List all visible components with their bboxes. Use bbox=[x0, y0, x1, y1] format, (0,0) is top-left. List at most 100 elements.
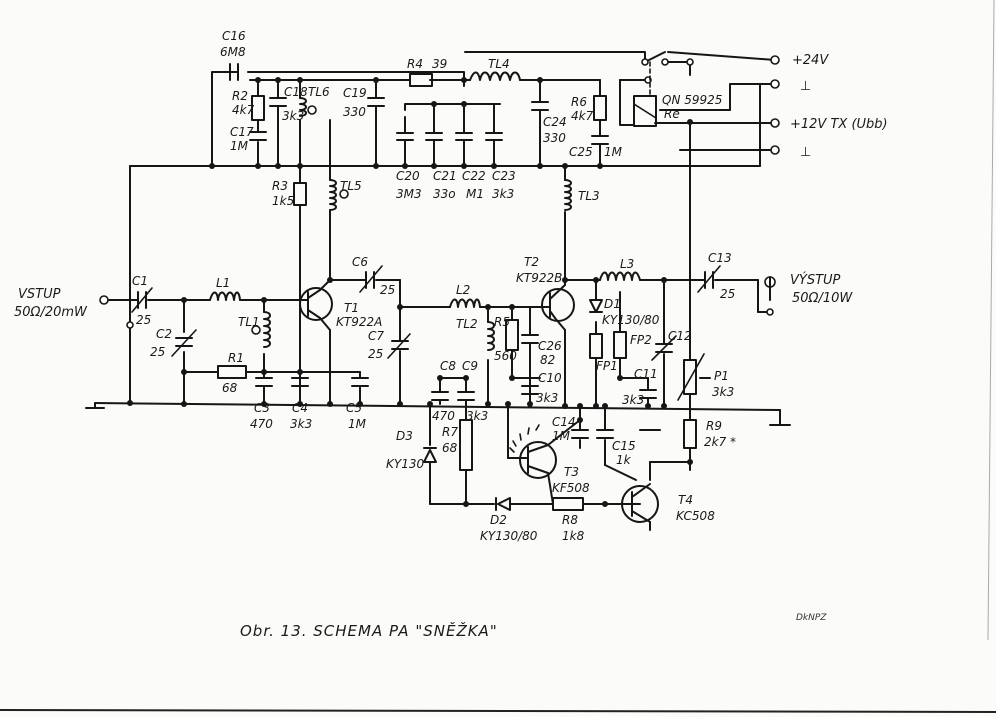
label-R2-value: 4k7 bbox=[232, 103, 255, 117]
capacitor-C25 bbox=[591, 135, 609, 145]
label-R9-value: 2k7 * bbox=[704, 435, 736, 449]
resistor-R9 bbox=[683, 419, 697, 449]
inductor-L2 bbox=[449, 298, 481, 308]
label-C8: C8 bbox=[440, 359, 456, 373]
label-C3-value: 470 bbox=[250, 417, 273, 431]
choke-TL6 bbox=[299, 97, 317, 117]
capacitors-C3-C5 bbox=[255, 377, 369, 387]
relay-coil bbox=[633, 95, 657, 127]
label-C7: C7 bbox=[368, 329, 384, 343]
label-C22: C22 bbox=[462, 169, 486, 183]
label-TL6: TL6 bbox=[308, 85, 330, 99]
choke-TL2 bbox=[487, 321, 495, 351]
capacitor-C10 bbox=[521, 385, 539, 395]
port-labels: VSTUP 50Ω/20mW VÝSTUP 50Ω/10W +24V ⊥ +12… bbox=[14, 53, 888, 320]
resistor-R6 bbox=[593, 95, 607, 121]
page-bottom-edge bbox=[0, 709, 996, 713]
label-T3-value: KF508 bbox=[552, 481, 590, 495]
label-C17: C17 bbox=[230, 125, 254, 139]
page-right-edge bbox=[987, 0, 995, 641]
capacitor-C11 bbox=[639, 389, 657, 399]
capacitor-C17 bbox=[249, 131, 267, 141]
label-R1-value: 68 bbox=[222, 381, 238, 395]
label-C1-value: 25 bbox=[136, 313, 151, 327]
label-R5: R5 bbox=[494, 315, 510, 329]
label-R6: R6 bbox=[571, 95, 587, 109]
capacitor-C12 bbox=[651, 335, 677, 361]
author-signature: DkNPZ bbox=[796, 613, 827, 623]
diode-D2 bbox=[495, 497, 511, 511]
label-C26: C26 bbox=[538, 339, 562, 353]
label-C8-value: 470 bbox=[432, 409, 455, 423]
label-C4-value: 3k3 bbox=[290, 417, 312, 431]
ground-2-label: ⊥ bbox=[800, 145, 811, 160]
label-R8-value: 1k8 bbox=[562, 529, 585, 543]
label-D2: D2 bbox=[490, 513, 507, 527]
label-C20-value: 3M3 bbox=[396, 187, 422, 201]
label-C19: C19 bbox=[343, 86, 367, 100]
capacitor-C7 bbox=[387, 333, 411, 359]
junction-dots bbox=[127, 77, 693, 507]
capacitor-C24 bbox=[531, 101, 549, 111]
input-port-spec: 50Ω/20mW bbox=[14, 305, 88, 320]
potentiometer-P1 bbox=[677, 353, 705, 401]
supply-24v-label: +24V bbox=[792, 53, 829, 68]
label-L2: L2 bbox=[456, 283, 470, 297]
output-port-label: VÝSTUP bbox=[790, 272, 841, 288]
label-C12: C12 bbox=[668, 329, 692, 343]
inductor-TL4 bbox=[469, 71, 521, 81]
label-C16-value: 6M8 bbox=[220, 45, 246, 59]
label-R8: R8 bbox=[562, 513, 578, 527]
label-T3: T3 bbox=[564, 465, 579, 479]
label-P1-value: 3k3 bbox=[712, 385, 734, 399]
diode-D3 bbox=[423, 447, 437, 463]
label-C25: C25 bbox=[569, 145, 593, 159]
resistor-FP2 bbox=[613, 331, 627, 359]
label-C13: C13 bbox=[708, 251, 732, 265]
resistor-R3 bbox=[293, 182, 307, 206]
label-P1: P1 bbox=[714, 369, 729, 383]
label-R4-value: 39 bbox=[432, 57, 447, 71]
label-C24: C24 bbox=[543, 115, 567, 129]
choke-TL5 bbox=[329, 179, 349, 211]
output-port-spec: 50Ω/10W bbox=[792, 291, 853, 306]
resistor-R4 bbox=[409, 73, 433, 87]
relay-label: Re bbox=[664, 107, 680, 121]
label-C22-value: M1 bbox=[466, 187, 484, 201]
label-R3: R3 bbox=[272, 179, 288, 193]
choke-TL3 bbox=[564, 179, 572, 211]
input-port-label: VSTUP bbox=[18, 287, 61, 302]
label-R7: R7 bbox=[442, 425, 458, 439]
label-C16: C16 bbox=[222, 29, 246, 43]
label-C5-value: 1M bbox=[348, 417, 367, 431]
capacitors-C20-C23 bbox=[396, 132, 503, 141]
capacitors-C14-C15 bbox=[571, 429, 614, 439]
label-TL4: TL4 bbox=[488, 57, 510, 71]
label-FP2: FP2 bbox=[630, 333, 652, 347]
label-C14: C14 bbox=[552, 415, 576, 429]
resistor-R1 bbox=[217, 365, 247, 379]
transistor-T3 bbox=[509, 424, 557, 479]
label-C18: C18 bbox=[284, 85, 308, 99]
label-C9: C9 bbox=[462, 359, 478, 373]
label-C9-value: 3k3 bbox=[466, 409, 488, 423]
capacitor-C6 bbox=[359, 265, 383, 293]
label-C5: C5 bbox=[346, 401, 362, 415]
resistor-R2 bbox=[251, 95, 265, 121]
component-labels: C16 6M8 R2 4k7 C18 3k3 TL6 C17 1M C19 33… bbox=[132, 29, 736, 543]
label-C3: C3 bbox=[254, 401, 270, 415]
ground-1-label: ⊥ bbox=[800, 79, 811, 94]
diode-D1 bbox=[589, 299, 603, 359]
label-C6: C6 bbox=[352, 255, 368, 269]
label-R7-value: 68 bbox=[442, 441, 458, 455]
label-C17-value: 1M bbox=[230, 139, 249, 153]
label-T1: T1 bbox=[344, 301, 359, 315]
label-C10-value: 3k3 bbox=[536, 391, 558, 405]
label-C7-value: 25 bbox=[368, 347, 383, 361]
label-C21-value: 33o bbox=[433, 187, 456, 201]
label-C11-value: 3k3 bbox=[622, 393, 644, 407]
label-D2-value: KY130/80 bbox=[480, 529, 538, 543]
label-C6-value: 25 bbox=[380, 283, 395, 297]
